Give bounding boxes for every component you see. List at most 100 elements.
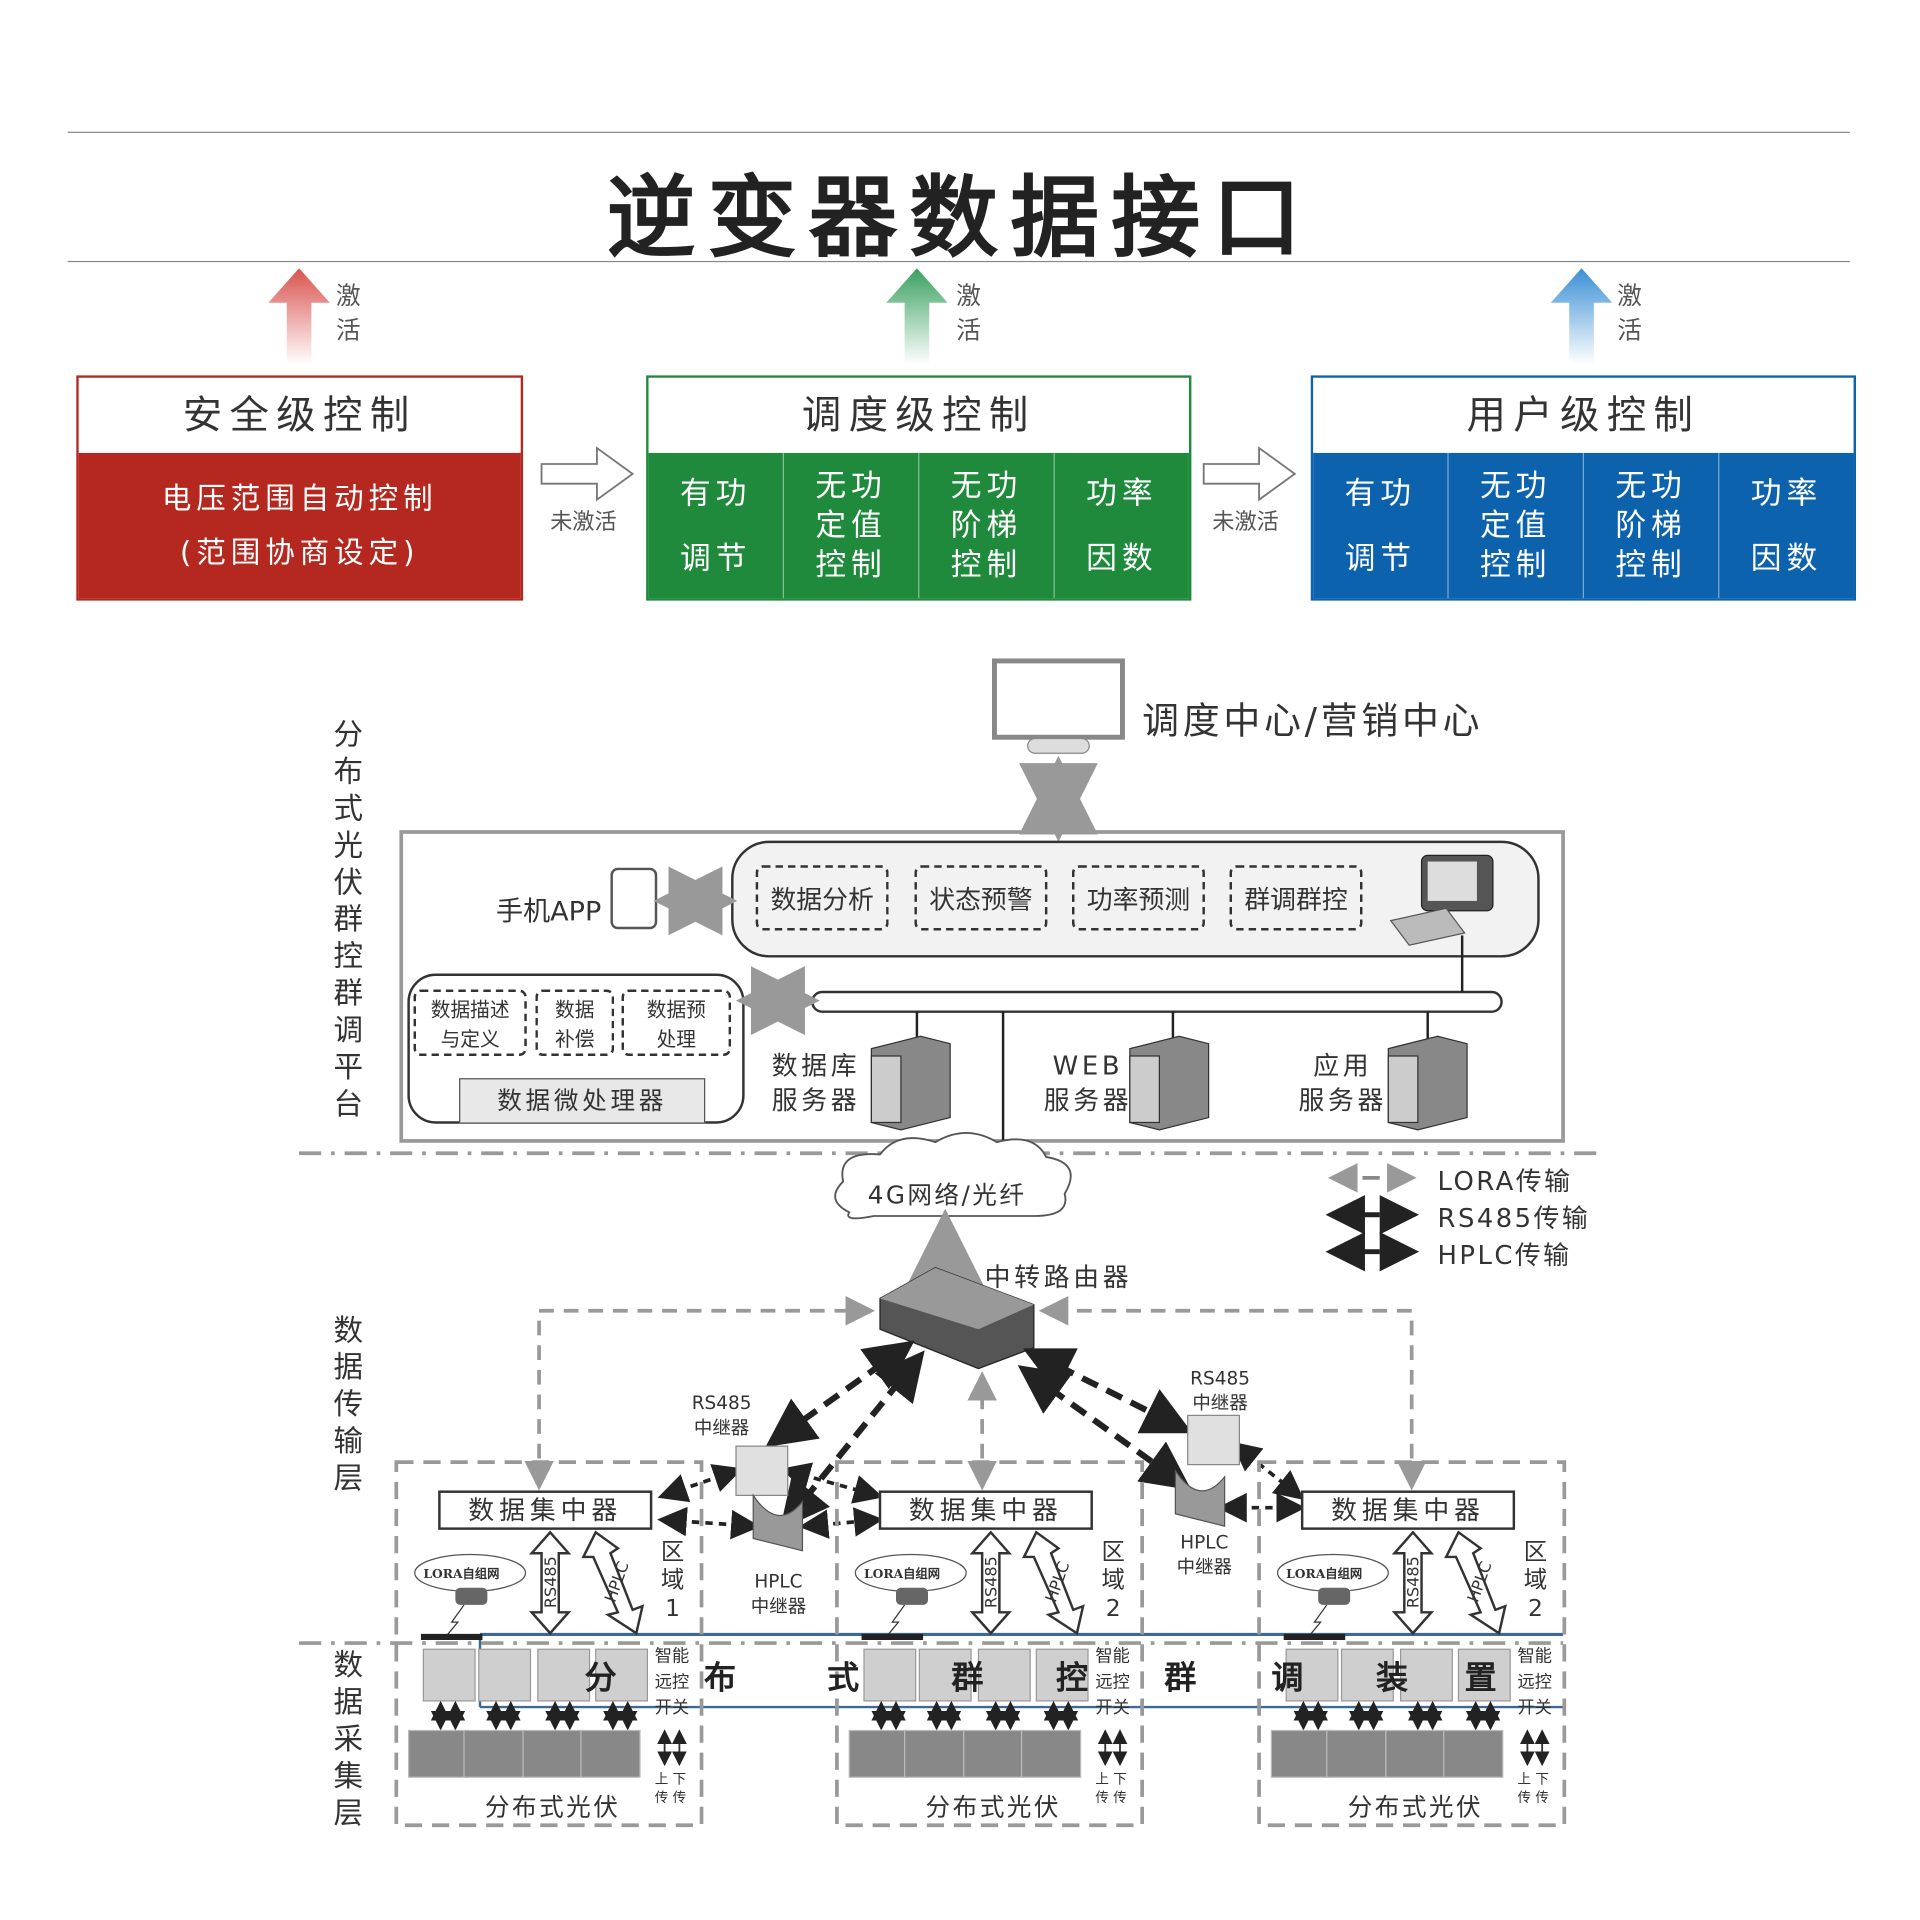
rs485-relay-icon (735, 1445, 789, 1497)
control-cell-line: 有功 (679, 474, 752, 511)
preprocess-data-compensation: 数据补偿 (535, 989, 615, 1057)
safety-body-line: 电压范围自动控制 (161, 481, 438, 516)
layer-label-platform: 分布式光伏群控群调平台 (333, 717, 364, 1122)
control-cell-line: 因数 (1086, 539, 1158, 576)
rs485-label: RS485 (1404, 1556, 1424, 1609)
rs485-label: RS485 (542, 1556, 561, 1609)
activate-label-3: 激活 (1617, 280, 1642, 345)
lora-link (524, 1296, 876, 1491)
pv-panel-icon (1385, 1729, 1446, 1778)
hplc-link (798, 1507, 884, 1539)
inactive-label-2: 未激活 (1212, 509, 1279, 536)
router-top (880, 1267, 1034, 1330)
top-divider (67, 131, 1850, 133)
preprocess-data-preprocessing: 数据预处理 (621, 989, 732, 1057)
transmit-label: 上 下传 传 (654, 1771, 687, 1806)
wireless-icon (445, 1604, 465, 1638)
lora-network-label: LORA自组网 (1286, 1568, 1363, 1582)
control-cell: 有功调节 (1313, 453, 1447, 598)
transmit-label: 上 下传 传 (1095, 1771, 1127, 1806)
banner-char: 群 (1164, 1660, 1197, 1698)
distributed-pv-label: 分布式光伏 (484, 1792, 621, 1822)
activate-label-1: 激活 (336, 280, 361, 345)
data-concentrator: 数据集中器 (438, 1490, 653, 1530)
hplc-relay-icon (752, 1493, 804, 1552)
preprocess-data-description: 数据描述与定义 (413, 989, 527, 1057)
control-cell-line: 定值 (815, 507, 887, 543)
title-divider (67, 260, 1850, 263)
activate-label-2: 激活 (956, 280, 981, 345)
keyboard-icon (1389, 907, 1466, 946)
module-data-analysis: 数据分析 (755, 865, 889, 931)
control-cell: 功率因数 (1718, 452, 1853, 599)
data-bus (811, 990, 1503, 1013)
layer-label-collection: 数据采集层 (333, 1648, 364, 1831)
pv-panel-icon (1020, 1729, 1082, 1778)
pv-panel-icon (463, 1729, 524, 1778)
activate-arrow-icon (1550, 268, 1613, 365)
hplc-arrow-icon (581, 1530, 645, 1636)
smart-switch-icon (1340, 1648, 1394, 1702)
safety-level-title: 安全级控制 (78, 377, 521, 453)
server-front (870, 1055, 902, 1124)
safety-body-line: (范围协商设定) (179, 535, 420, 570)
control-cell-line: 无功 (815, 467, 887, 504)
control-cell-line: 调节 (679, 539, 752, 576)
control-cell-line: 阶梯 (1615, 507, 1687, 543)
lora-gateway-icon (896, 1587, 929, 1605)
pv-panel-icon (522, 1729, 583, 1778)
legend-hplc: HPLC传输 (1437, 1240, 1572, 1271)
banner-char: 布 (704, 1660, 737, 1698)
banner-char: 置 (1464, 1660, 1497, 1698)
pv-panel-icon (904, 1729, 965, 1778)
control-cell-line: 无功 (1479, 467, 1552, 504)
server-front (1387, 1055, 1419, 1124)
wireless-icon (1307, 1604, 1328, 1638)
control-cell-line: 控制 (1479, 546, 1552, 583)
control-cell-line: 因数 (1750, 539, 1823, 576)
mobile-app-label: 手机APP (496, 897, 602, 929)
pv-panel-icon (580, 1729, 641, 1778)
rs485-arrow-icon (1391, 1530, 1435, 1636)
hplc-link (780, 1462, 884, 1504)
pv-panel-icon (1443, 1729, 1504, 1778)
module-group-control: 群调群控 (1229, 865, 1363, 931)
control-cell-line: 控制 (815, 546, 887, 583)
banner-char: 控 (1056, 1660, 1089, 1698)
control-cell-line: 定值 (1479, 507, 1552, 543)
region-box (835, 1460, 1145, 1828)
control-cell-line: 阶梯 (950, 507, 1023, 543)
distributed-pv-label: 分布式光伏 (925, 1792, 1061, 1822)
lora-network-label: LORA自组网 (864, 1568, 941, 1582)
activate-arrow-icon (886, 268, 948, 365)
lora-gateway-icon (455, 1587, 488, 1605)
transmit-label: 上 下传 传 (1517, 1771, 1549, 1806)
database-server-label: 数据库服务器 (771, 1051, 861, 1116)
control-cell-line: 调节 (1344, 539, 1417, 576)
control-cell-line: 无功 (1615, 467, 1687, 504)
smart-switch-icon (478, 1648, 532, 1702)
distributed-pv-label: 分布式光伏 (1347, 1792, 1484, 1822)
banner-char: 分 (584, 1660, 617, 1698)
lora-network-label: LORA自组网 (423, 1568, 500, 1582)
lora-gateway-icon (1318, 1587, 1351, 1605)
control-cell-line: 无功 (950, 467, 1023, 504)
region-box (394, 1460, 704, 1828)
dispatch-level-body: 有功调节无功定值控制无功阶梯控制功率因数 (648, 452, 1189, 599)
smart-switch-icon (918, 1648, 972, 1702)
smart-switch-icon (863, 1648, 917, 1702)
inactive-label-1: 未激活 (550, 509, 617, 536)
hplc-link (1231, 1441, 1305, 1500)
smart-switch-icon (1457, 1648, 1511, 1702)
dispatch-level-control: 调度级控制 有功调节无功定值控制无功阶梯控制功率因数 (646, 375, 1192, 601)
app-server-label: 应用服务器 (1298, 1051, 1388, 1116)
rs485-link (765, 1340, 915, 1448)
inactive-arrow-icon (1202, 446, 1297, 502)
inactive-arrow-icon (540, 446, 635, 502)
rs485-arrow-icon (528, 1530, 572, 1636)
